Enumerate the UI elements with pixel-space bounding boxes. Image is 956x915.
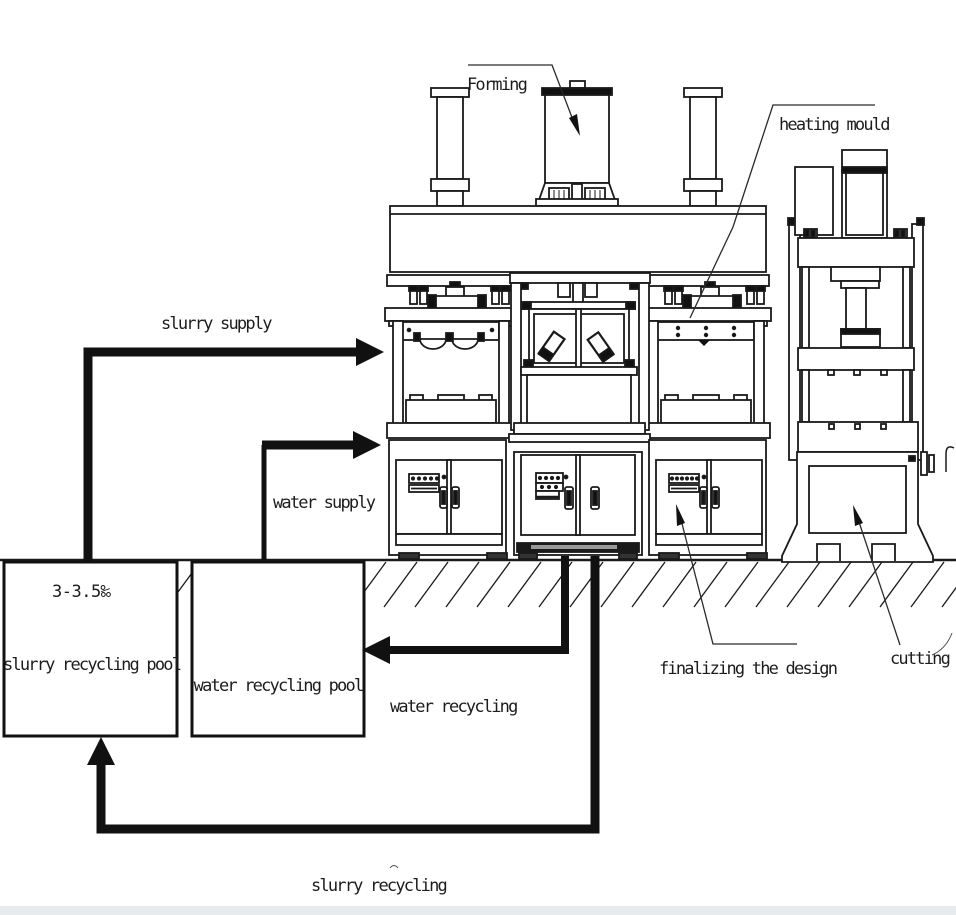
pools bbox=[2, 560, 366, 738]
concentration-label: 3-3.5‰ bbox=[52, 582, 111, 602]
heating-mould-label: heating mould bbox=[779, 115, 890, 135]
flow-arrows bbox=[83, 338, 600, 834]
slurry-supply-label: slurry supply bbox=[161, 314, 272, 334]
slurry-supply-arrow bbox=[83, 338, 384, 562]
footer-strip bbox=[0, 906, 956, 915]
slurry-pool-label: slurry recycling pool bbox=[3, 655, 182, 675]
water-recycling-label: water recycling bbox=[390, 697, 518, 717]
left-station bbox=[384, 274, 517, 439]
leader-lines bbox=[389, 64, 953, 869]
right-cabinet bbox=[648, 439, 768, 560]
water-recycling-arrow bbox=[362, 556, 569, 664]
forming-machine-drawing bbox=[384, 80, 772, 560]
center-cabinet bbox=[513, 451, 643, 560]
sketch-artifact bbox=[389, 865, 399, 869]
left-cabinet bbox=[388, 439, 508, 560]
center-station bbox=[508, 272, 651, 443]
heating-mould-leader bbox=[689, 104, 875, 319]
left-cylinder bbox=[430, 87, 470, 207]
press-machine-drawing bbox=[781, 149, 955, 563]
finalizing-leader bbox=[676, 504, 797, 645]
top-crossbeam bbox=[389, 205, 767, 273]
slurry-recycling-arrow bbox=[87, 556, 600, 834]
right-cylinder bbox=[683, 87, 723, 207]
water-supply-arrow bbox=[261, 431, 381, 560]
forming-tank bbox=[535, 80, 619, 207]
water-supply-label: water supply bbox=[273, 493, 376, 513]
forming-label: Forming bbox=[467, 75, 528, 95]
slurry-recycling-pool-box bbox=[2, 560, 179, 738]
water-recycling-pool-box bbox=[190, 560, 366, 738]
forming-leader bbox=[468, 64, 580, 136]
cutting-label: cutting bbox=[890, 649, 951, 669]
finalizing-label: finalizing the design bbox=[659, 659, 838, 679]
slurry-recycling-label: slurry recycling bbox=[311, 876, 448, 896]
cutting-leader bbox=[853, 505, 901, 646]
sketch-artifact bbox=[931, 632, 953, 656]
water-pool-label: water recycling pool bbox=[193, 676, 365, 696]
right-station bbox=[639, 274, 772, 439]
